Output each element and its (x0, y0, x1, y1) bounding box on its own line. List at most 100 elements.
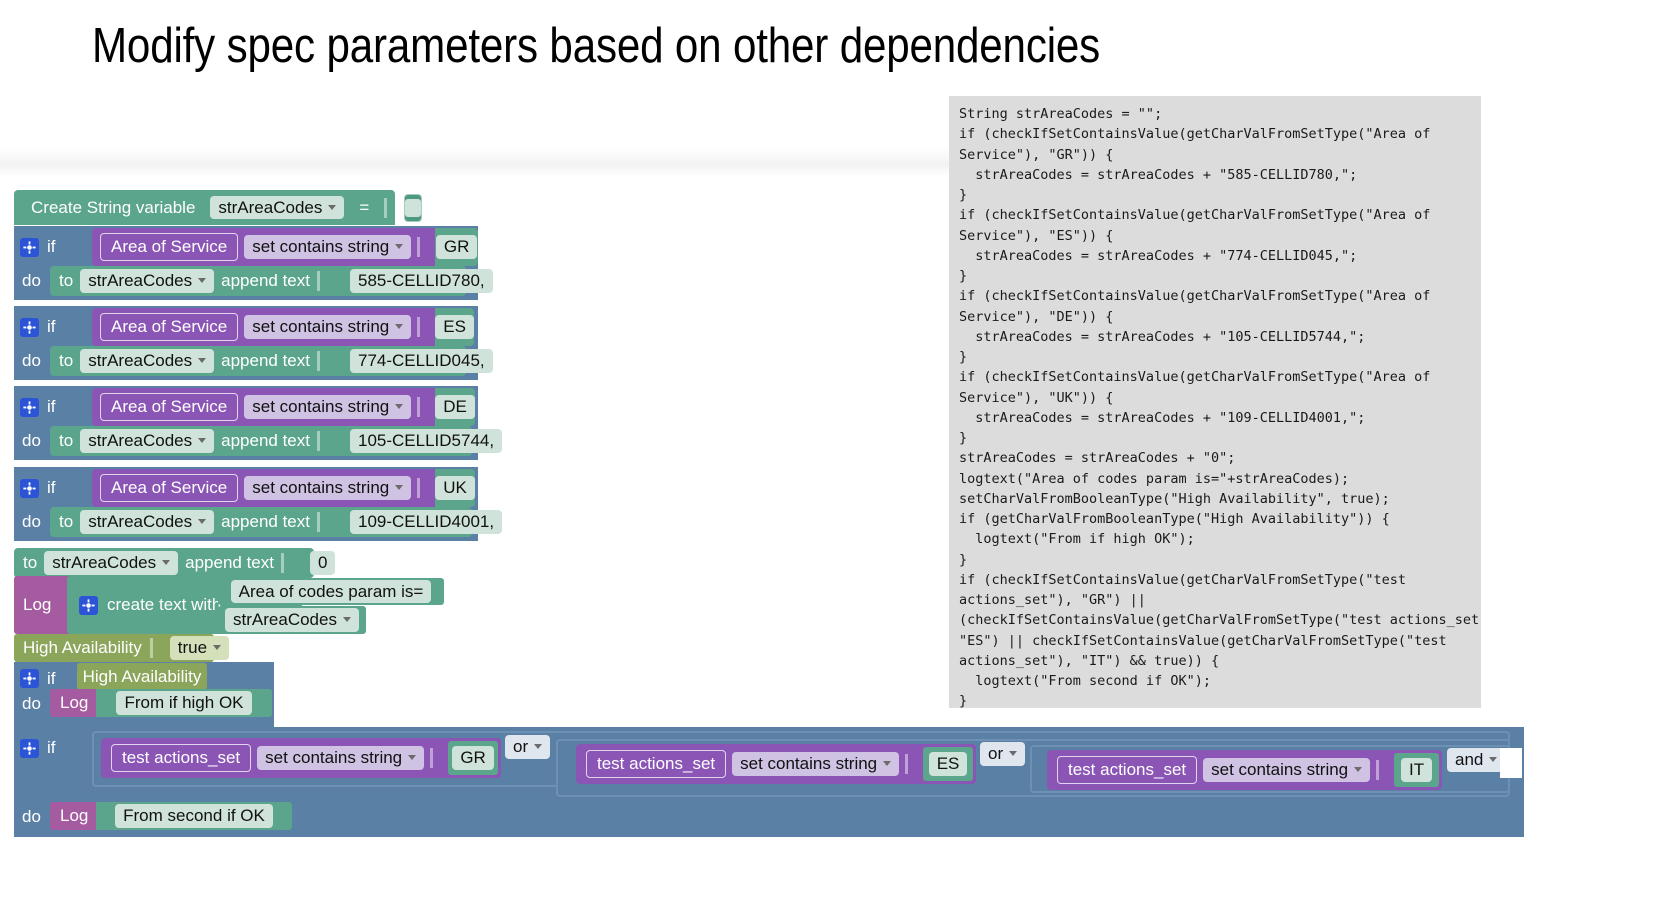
chevron-down-icon (198, 519, 207, 525)
block-set-high-availability[interactable]: High Availability true (14, 634, 230, 662)
if-row-header: if (20, 312, 80, 342)
code-line: if (checkIfSetContainsValue(getCharValFr… (959, 207, 1431, 224)
append-variable-dropdown[interactable]: strAreaCodes (80, 349, 215, 373)
condition-value[interactable]: DE (435, 395, 475, 419)
log-text-value[interactable]: From if high OK (116, 691, 252, 715)
empty-boolean-socket[interactable] (1500, 748, 1522, 778)
block-append-text[interactable]: to strAreaCodes append text 585-CELLID78… (50, 266, 493, 296)
condition-value-block[interactable]: DE (435, 388, 475, 426)
append-variable-dropdown[interactable]: strAreaCodes (44, 551, 179, 575)
condition-value[interactable]: GR (435, 235, 478, 259)
chevron-down-icon (1354, 767, 1363, 773)
block-condition-set-contains[interactable]: test actions_set set contains string GR (101, 738, 501, 778)
append-variable-dropdown[interactable]: strAreaCodes (80, 429, 215, 453)
condition-value-block[interactable]: UK (435, 469, 475, 507)
gear-icon[interactable] (79, 595, 98, 615)
block-condition-set-contains[interactable]: Area of Service set contains string DE (92, 388, 475, 426)
append-variable-dropdown[interactable]: strAreaCodes (80, 510, 215, 534)
chevron-down-icon (213, 645, 222, 651)
block-append-text[interactable]: to strAreaCodes append text 105-CELLID57… (50, 426, 503, 456)
if-row-header: if (20, 665, 80, 692)
logic-joiner-dropdown[interactable]: or (505, 735, 551, 759)
append-variable-dropdown[interactable]: strAreaCodes (80, 269, 215, 293)
block-append-text[interactable]: to strAreaCodes append text 774-CELLID04… (50, 346, 493, 376)
socket-notch (149, 638, 162, 658)
log-text-value[interactable]: Area of codes param is= (230, 579, 432, 604)
gear-icon[interactable] (20, 478, 39, 498)
block-condition-set-contains[interactable]: Area of Service set contains string UK (92, 469, 475, 507)
condition-operand[interactable]: test actions_set (586, 750, 727, 778)
block-append-text[interactable]: to strAreaCodes append text 109-CELLID40… (50, 507, 503, 537)
gear-icon[interactable] (20, 397, 39, 417)
condition-value[interactable]: ES (928, 752, 968, 776)
logic-joiner-dropdown[interactable]: or (980, 742, 1026, 766)
block-log[interactable]: Log (50, 802, 102, 830)
condition-operand[interactable]: Area of Service (100, 233, 239, 261)
block-create-string-variable[interactable]: Create String variable strAreaCodes = (14, 190, 423, 225)
if-label: if (47, 237, 56, 256)
code-line: } (959, 268, 968, 284)
append-value-field[interactable]: 109-CELLID4001, (349, 510, 503, 534)
gear-icon[interactable] (20, 669, 39, 688)
condition-operand[interactable]: test actions_set (1057, 756, 1198, 784)
socket-notch (417, 237, 429, 257)
append-value-field[interactable]: 105-CELLID5744, (349, 429, 503, 453)
condition-operator-dropdown[interactable]: set contains string (1203, 758, 1371, 782)
append-value-field[interactable]: 585-CELLID780, (349, 269, 493, 293)
condition-value[interactable]: ES (435, 315, 474, 339)
condition-operator-dropdown[interactable]: set contains string (244, 315, 412, 339)
condition-value[interactable]: GR (452, 746, 494, 770)
condition-operator-dropdown[interactable]: set contains string (244, 235, 412, 259)
append-value-field[interactable]: 774-CELLID045, (349, 349, 493, 373)
gear-icon[interactable] (20, 738, 39, 758)
logic-joiner-3[interactable]: and (1447, 748, 1506, 772)
code-line: strAreaCodes = strAreaCodes + "774-CELLI… (959, 247, 1358, 264)
if-label: if (47, 317, 56, 336)
logic-joiner-dropdown[interactable]: and (1447, 748, 1506, 772)
block-condition-set-contains[interactable]: Area of Service set contains string GR (92, 228, 478, 266)
do-label: do (22, 512, 41, 531)
block-condition-set-contains[interactable]: test actions_set set contains string IT (1047, 750, 1442, 790)
block-log-text[interactable]: From if high OK (96, 689, 272, 717)
create-variable-value-socket[interactable] (404, 193, 423, 222)
condition-operator-dropdown[interactable]: set contains string (257, 746, 425, 770)
create-variable-name-dropdown[interactable]: strAreaCodes (210, 195, 345, 220)
append-value-field[interactable]: 0 (309, 551, 336, 575)
block-text-literal[interactable]: Area of codes param is= (218, 578, 444, 605)
block-log[interactable]: Log (50, 689, 102, 717)
log-variable-dropdown[interactable]: strAreaCodes (225, 608, 359, 632)
log-text-value[interactable]: From second if OK (115, 804, 273, 828)
condition-operator-dropdown[interactable]: set contains string (244, 476, 412, 500)
high-availability-value-dropdown[interactable]: true (169, 636, 230, 660)
block-variable-reference[interactable]: strAreaCodes (218, 606, 366, 634)
block-condition-set-contains[interactable]: test actions_set set contains string ES (576, 744, 976, 784)
condition-operator-dropdown[interactable]: set contains string (732, 752, 900, 776)
condition-value[interactable]: IT (1401, 758, 1433, 782)
log-label: Log (23, 595, 52, 614)
block-log-text[interactable]: From second if OK (96, 802, 292, 830)
condition-value-block[interactable]: ES (435, 308, 474, 346)
condition-operand[interactable]: Area of Service (100, 313, 239, 341)
condition-value-block[interactable]: GR (448, 741, 498, 775)
block-condition-set-contains[interactable]: Area of Service set contains string ES (92, 308, 474, 346)
condition-value[interactable]: UK (435, 476, 475, 500)
block-condition-high-availability[interactable]: High Availability (77, 663, 207, 690)
condition-operator-dropdown[interactable]: set contains string (244, 395, 412, 419)
code-line: String strAreaCodes = ""; (959, 106, 1163, 122)
condition-value-block[interactable]: IT (1394, 753, 1439, 787)
block-log[interactable]: Log (14, 576, 76, 634)
condition-operand[interactable]: test actions_set (111, 744, 252, 772)
gear-icon[interactable] (20, 237, 39, 257)
logic-joiner-2[interactable]: or (980, 742, 1026, 766)
socket-notch (417, 478, 429, 498)
condition-value-block[interactable]: ES (923, 747, 973, 781)
condition-operand[interactable]: Area of Service (100, 474, 239, 502)
condition-value-block[interactable]: GR (435, 228, 478, 266)
empty-string-field[interactable] (405, 198, 422, 217)
block-append-zero[interactable]: to strAreaCodes append text 0 (14, 548, 336, 578)
gear-icon[interactable] (20, 317, 39, 337)
logic-joiner-1[interactable]: or (505, 735, 551, 759)
chevron-down-icon (395, 404, 404, 410)
condition-operand[interactable]: Area of Service (100, 393, 239, 421)
